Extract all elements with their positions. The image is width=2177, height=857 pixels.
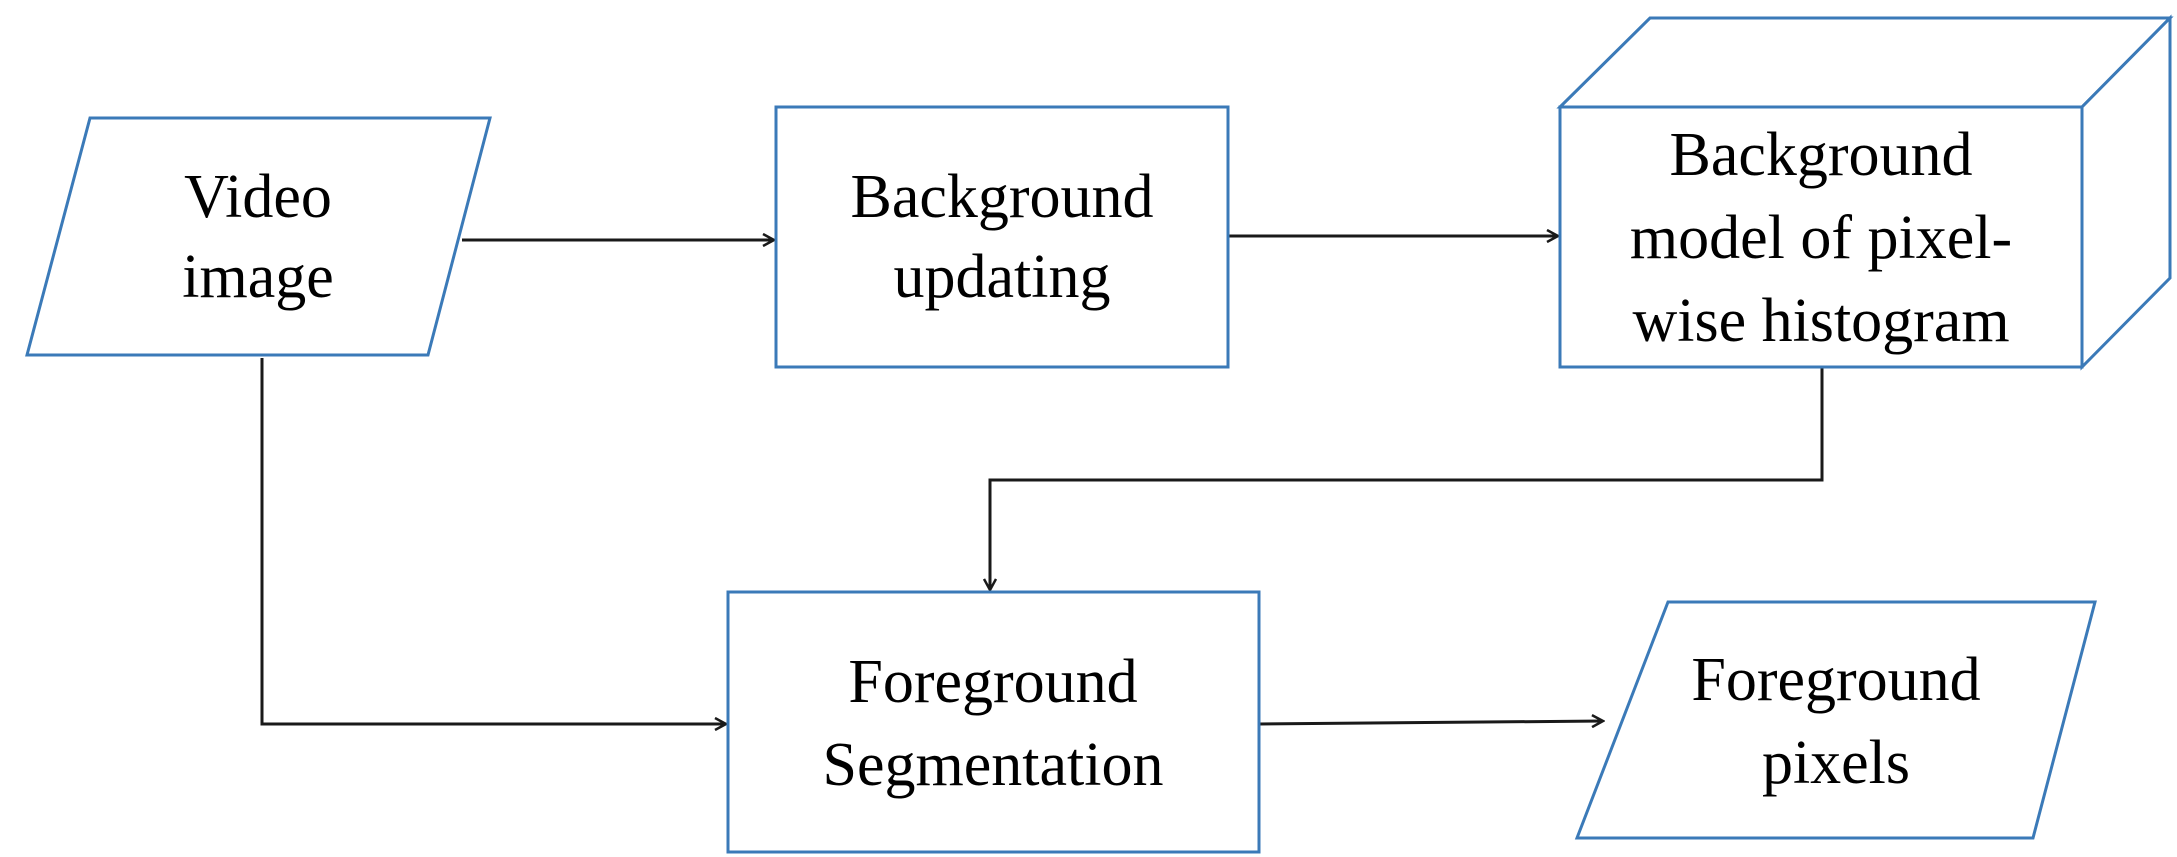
background-updating-shape xyxy=(774,105,1230,369)
background-model-label-line3: wise histogram xyxy=(1632,287,2009,355)
foreground-pixels-label-line1: Foreground xyxy=(1691,646,1980,714)
node-background-updating: Background updating xyxy=(774,105,1230,369)
video-image-label-line2: image xyxy=(182,243,334,311)
background-model-cube-top xyxy=(1556,16,2174,109)
edges xyxy=(260,236,1824,724)
foreground-segmentation-label-line1: Foreground xyxy=(848,648,1137,716)
video-image-shape xyxy=(25,116,492,357)
video-image-label-line1: Video xyxy=(184,163,332,231)
node-video-image: Video image xyxy=(25,116,492,357)
node-foreground-segmentation: Foreground Segmentation xyxy=(726,590,1261,854)
background-updating-label-line2: updating xyxy=(894,243,1111,311)
foreground-pixels-label-line2: pixels xyxy=(1762,729,1910,797)
edge-model-to-segmentation xyxy=(990,367,1824,590)
background-model-label-line2: model of pixel- xyxy=(1630,204,2012,272)
background-model-label-line1: Background xyxy=(1669,121,1972,189)
node-foreground-pixels: Foreground pixels xyxy=(1574,600,2097,840)
foreground-segmentation-shape xyxy=(726,590,1261,854)
foreground-segmentation-label-line2: Segmentation xyxy=(823,731,1164,799)
node-background-model: Background model of pixel- wise histogra… xyxy=(1556,14,2174,371)
edge-segmentation-to-pixels xyxy=(1258,721,1603,724)
foreground-pixels-shape xyxy=(1574,600,2097,840)
background-updating-label-line1: Background xyxy=(850,163,1153,231)
edge-video-to-segmentation xyxy=(260,358,726,724)
background-model-shape xyxy=(1558,105,2084,369)
